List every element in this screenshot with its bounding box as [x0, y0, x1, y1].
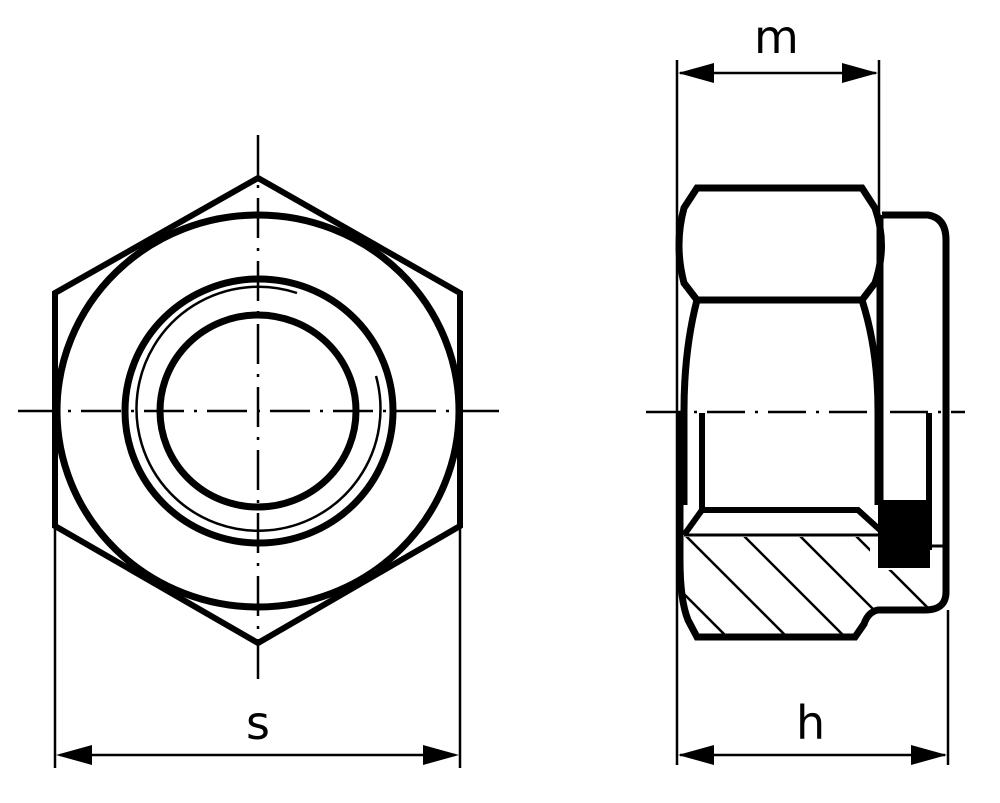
front-view: [18, 135, 500, 768]
hex-middle-face: [680, 298, 882, 505]
nylon-insert: [878, 500, 930, 568]
thread-arc: [135, 285, 382, 532]
dimension-label-h: h: [796, 696, 826, 750]
collar-outline: [676, 211, 950, 641]
arrow-left-icon: [56, 745, 92, 765]
arrow-left-icon: [678, 745, 714, 765]
arrow-right-icon: [842, 63, 878, 83]
side-view: [646, 60, 965, 765]
bore-chamfer: [681, 507, 883, 537]
arrow-right-icon: [911, 745, 947, 765]
arrow-right-icon: [423, 745, 459, 765]
dimension-label-s: s: [246, 696, 270, 750]
hex-upper-face: [675, 184, 885, 304]
arrow-left-icon: [678, 63, 714, 83]
dimension-label-m: m: [754, 10, 799, 64]
